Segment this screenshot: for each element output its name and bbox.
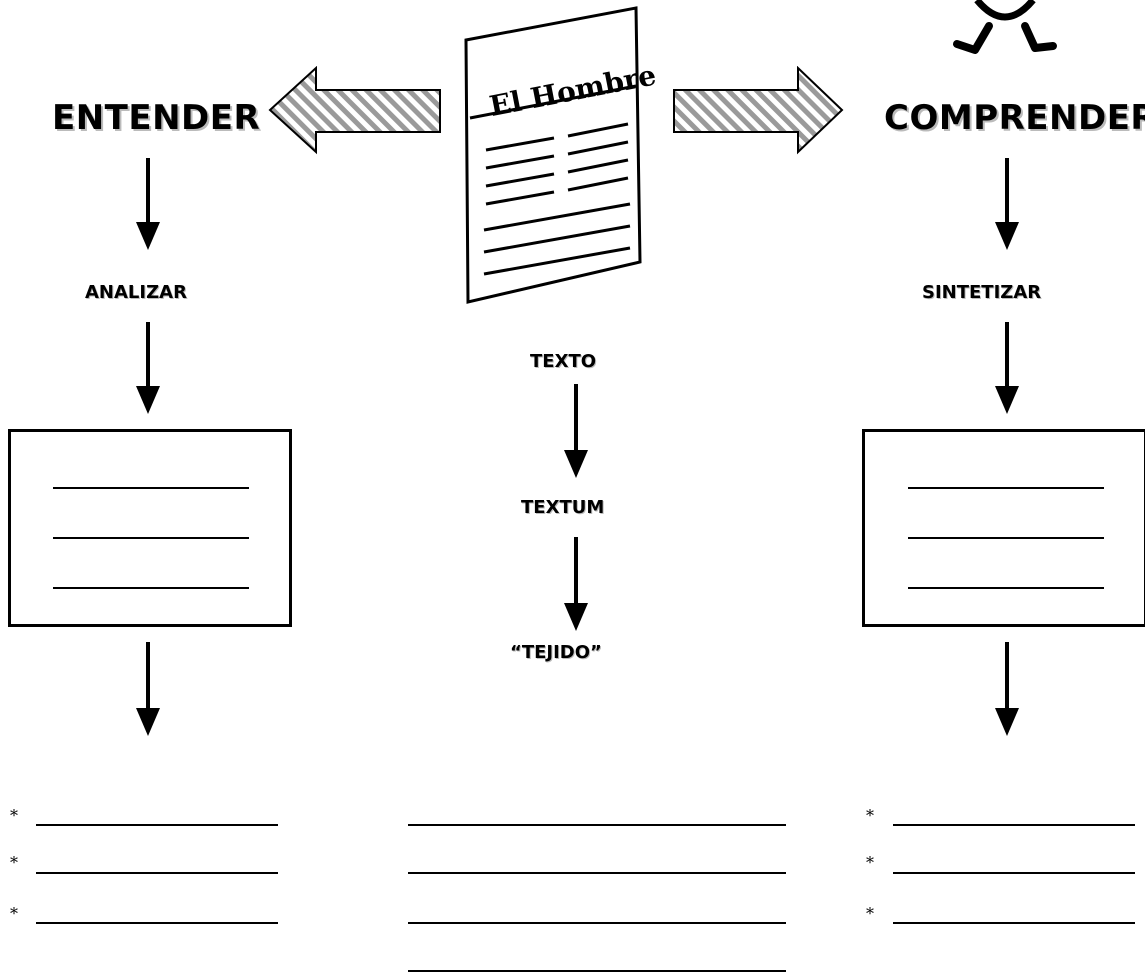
textum-label: TEXTUM [521,497,605,518]
left-bullet: * [10,853,18,872]
right-answer-line [893,824,1135,826]
right-hatched-arrow [673,66,844,155]
right-answer-line [893,872,1135,874]
right-box-line [908,587,1104,589]
left-box-line [53,587,249,589]
stick-figure-legs-icon [953,0,1057,54]
right-blank-box [862,429,1145,627]
texto-label: TEXTO [530,351,597,372]
right-box-line [908,537,1104,539]
right-bullet: * [866,904,874,923]
right-box-line [908,487,1104,489]
left-answer-line [36,922,278,924]
left-hatched-arrow [268,66,441,155]
center-answer-line [408,872,786,874]
left-box-line [53,487,249,489]
right-bullet: * [866,853,874,872]
left-answer-line [36,872,278,874]
newspaper-icon: El Hombre [464,6,656,304]
left-box-line [53,537,249,539]
analizar-label: ANALIZAR [85,282,187,303]
left-answer-line [36,824,278,826]
entender-title: ENTENDER [52,98,261,138]
left-bullet: * [10,806,18,825]
sintetizar-label: SINTETIZAR [922,282,1042,303]
left-blank-box [8,429,292,627]
left-bullet: * [10,904,18,923]
center-answer-line [408,970,786,972]
center-answer-line [408,824,786,826]
center-answer-line [408,922,786,924]
right-bullet: * [866,806,874,825]
comprender-title: COMPRENDER [884,98,1145,138]
tejido-label: “TEJIDO” [510,642,602,663]
right-answer-line [893,922,1135,924]
